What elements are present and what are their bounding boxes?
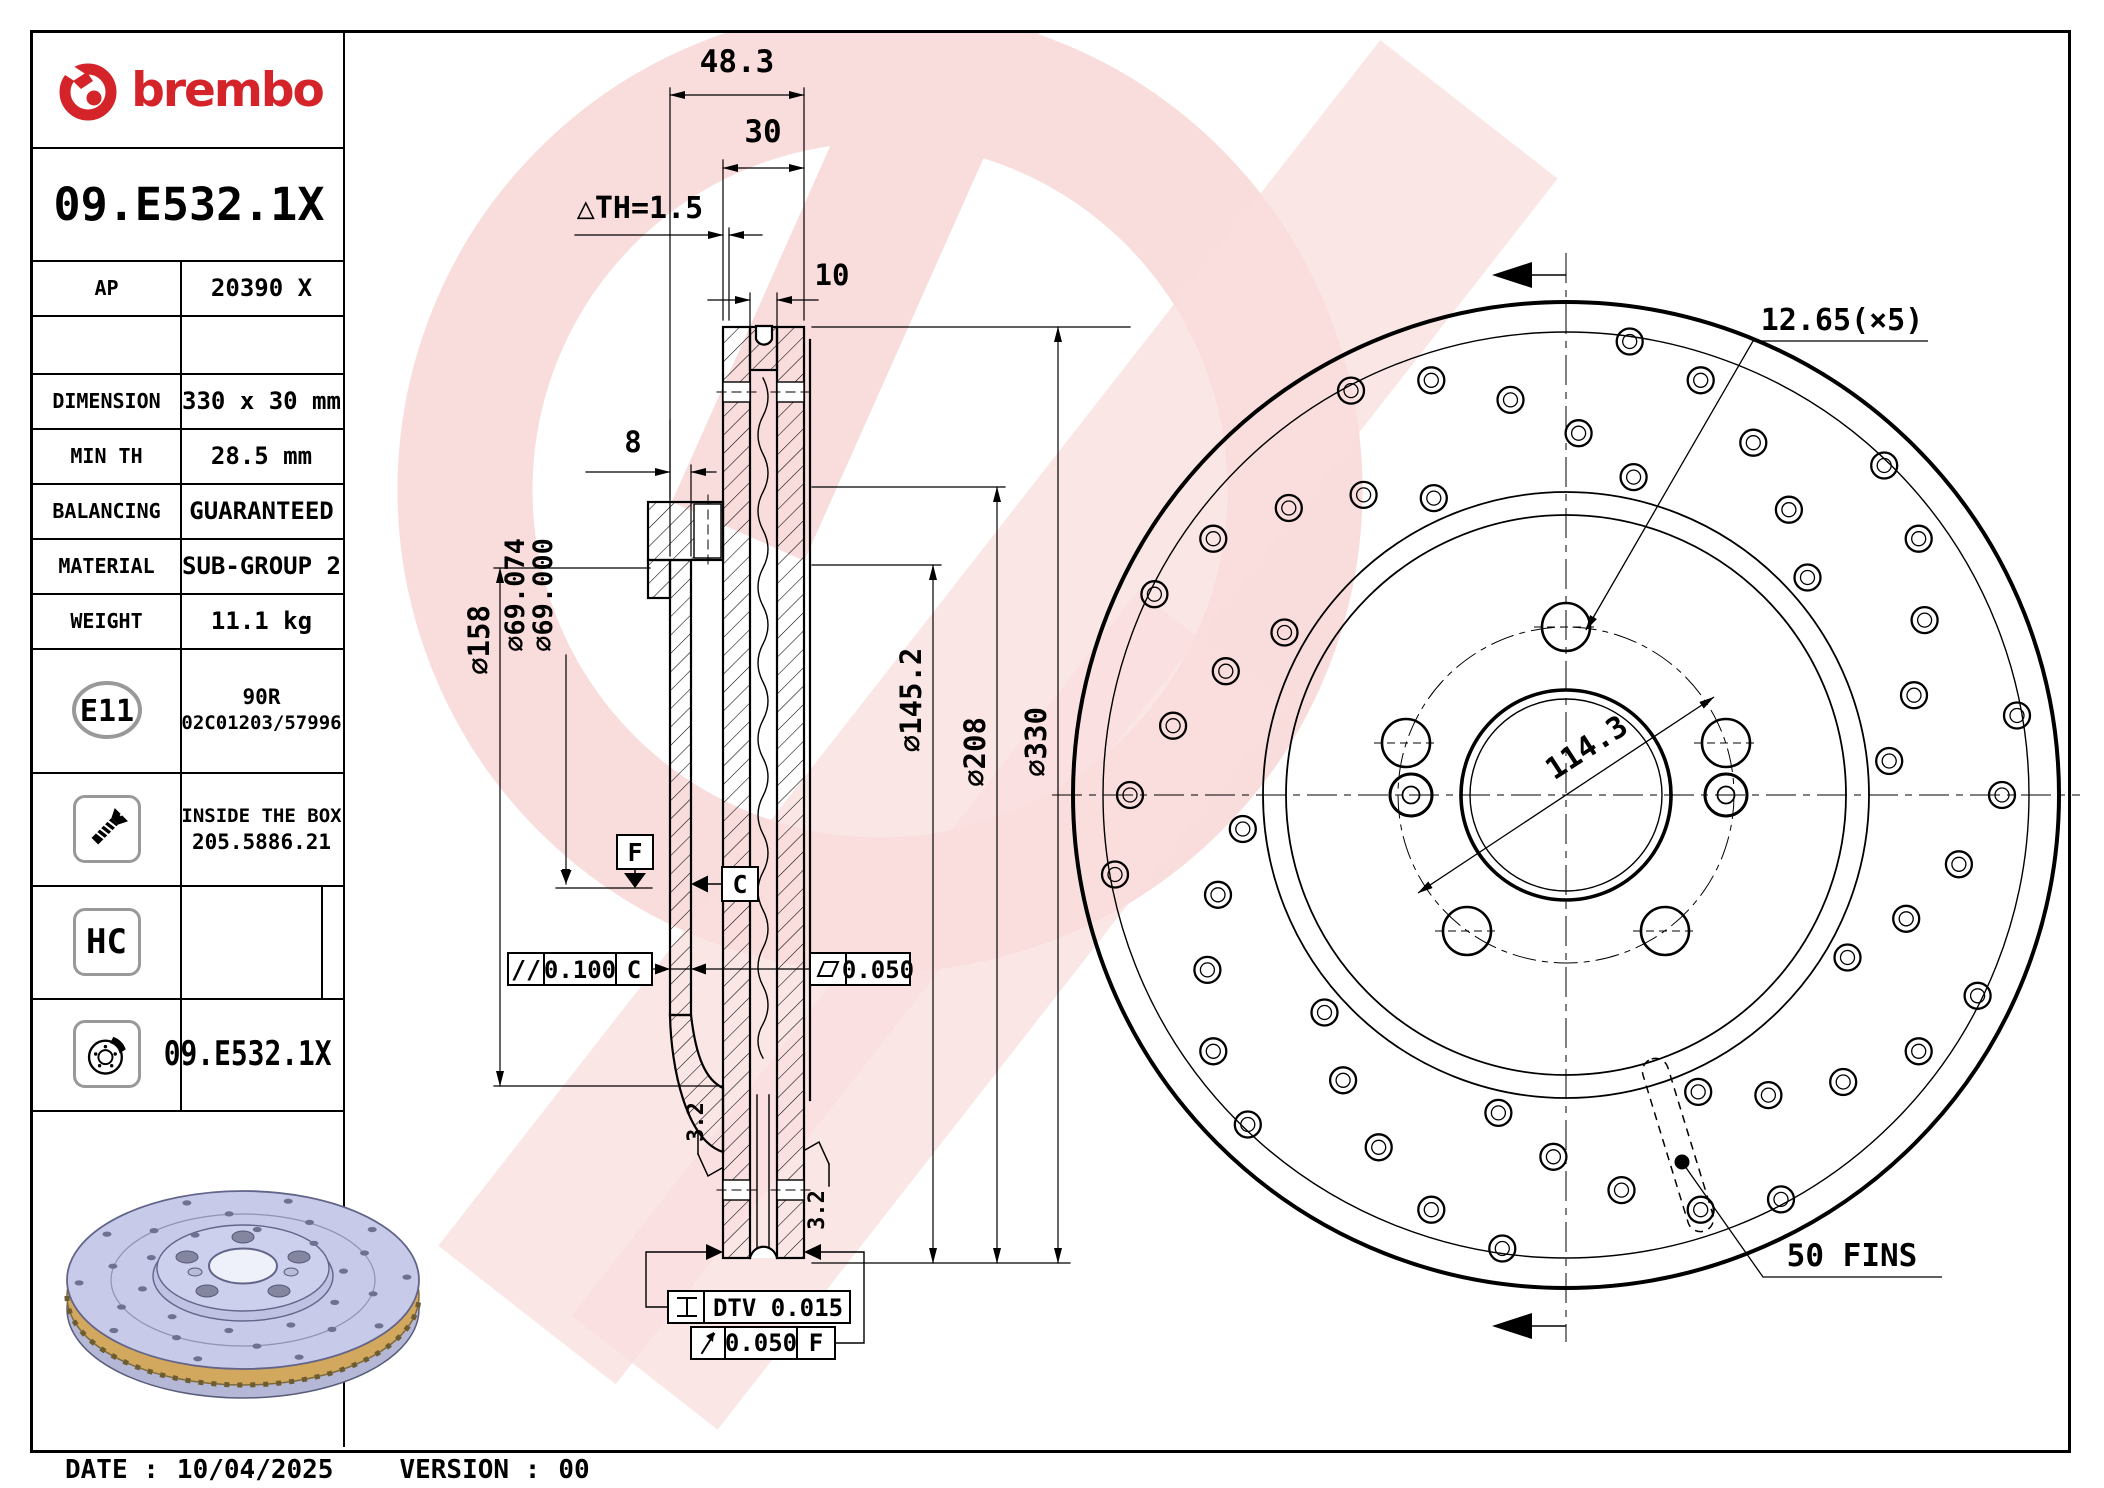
dim-overall-width: 48.3 bbox=[700, 44, 775, 80]
render-drilled-holes bbox=[74, 1198, 412, 1362]
roughness-mark-left bbox=[697, 1131, 724, 1178]
date-value: 10/04/2025 bbox=[176, 1455, 334, 1485]
e11-badge: E11 bbox=[33, 648, 180, 772]
svg-text:F: F bbox=[809, 1329, 823, 1357]
disc-badge bbox=[33, 998, 180, 1110]
sheet-border bbox=[30, 30, 2071, 1453]
section-cut-arrows bbox=[1492, 262, 1566, 1339]
hc-icon: HC bbox=[86, 921, 127, 962]
screw-icon bbox=[91, 807, 128, 844]
dim-hat-od: ⌀158 bbox=[462, 605, 496, 675]
roughness-right: 3.2 bbox=[805, 1190, 830, 1230]
hole-dim: 12.65(×5) bbox=[1761, 303, 1924, 338]
part-number: 09.E532.1X bbox=[53, 178, 325, 231]
dim-wear-note: △TH=1.5 bbox=[577, 191, 703, 226]
brand-wordmark: brembo bbox=[131, 62, 325, 118]
row-label-minth: MIN TH bbox=[70, 443, 143, 468]
brake-disc-icon bbox=[87, 1036, 126, 1075]
row-label-empty bbox=[33, 315, 180, 373]
disc-3d-render bbox=[64, 1190, 422, 1399]
hole-dim-leader: 12.65(×5) bbox=[1585, 303, 1928, 631]
dim-mid: ⌀208 bbox=[958, 717, 992, 787]
vent-fins bbox=[757, 377, 769, 1059]
runout-icon bbox=[700, 1332, 716, 1355]
brembo-logo-icon bbox=[55, 57, 117, 121]
gdt-runout-frame: 0.050 F bbox=[690, 1326, 836, 1360]
svg-text:114.3: 114.3 bbox=[1539, 709, 1634, 788]
flatness-icon bbox=[816, 961, 840, 977]
inside-box-line2: 205.5886.21 bbox=[191, 829, 332, 854]
inside-box-info: INSIDE THE BOX 205.5886.21 bbox=[180, 772, 343, 885]
screw-badge bbox=[33, 772, 180, 885]
row-label-balancing: BALANCING bbox=[52, 498, 161, 523]
dim-outer: ⌀330 bbox=[1019, 707, 1053, 777]
svg-text:0.050: 0.050 bbox=[842, 956, 914, 984]
dim-inner: ⌀145.2 bbox=[894, 648, 928, 753]
part-number-bottom: 09.E532.1X bbox=[163, 1034, 332, 1074]
datum-f-flag: F bbox=[560, 834, 654, 888]
row-value-material: SUB-GROUP 2 bbox=[182, 551, 341, 580]
datum-c-flag: C bbox=[691, 866, 759, 902]
homologation-line2: 02C01203/57996 bbox=[181, 712, 342, 734]
svg-text:F: F bbox=[627, 838, 642, 867]
gdt-flatness-frame: 0.050 bbox=[809, 952, 914, 986]
fins-callout: 50 FINS bbox=[1641, 1057, 1942, 1278]
row-value-ap: 20390 X bbox=[210, 273, 313, 302]
dim-plate: 10 bbox=[815, 258, 850, 292]
svg-text:0.100: 0.100 bbox=[544, 956, 616, 984]
dim-ring-width: 30 bbox=[744, 114, 781, 150]
row-value-dimension: 330 x 30 mm bbox=[182, 386, 341, 415]
gdt-parallelism-frame: // 0.100 C bbox=[507, 952, 811, 986]
version-label: VERSION : bbox=[399, 1455, 541, 1485]
row-label-material: MATERIAL bbox=[58, 553, 155, 578]
row-value-empty bbox=[180, 315, 343, 373]
date-label: DATE : bbox=[65, 1455, 159, 1485]
dim-bore-max: ⌀69.074 bbox=[500, 538, 531, 652]
section-view: 48.3 30 △TH=1.5 10 8 ⌀158 ⌀69.074 ⌀69.00… bbox=[462, 44, 1131, 1360]
title-block: brembo 09.E532.1X AP 20390 X DIMENSION 3… bbox=[33, 33, 422, 1447]
row-value-minth: 28.5 mm bbox=[210, 441, 313, 470]
e11-icon: E11 bbox=[71, 681, 142, 739]
row-label-ap: AP bbox=[94, 275, 119, 300]
dtv-icon bbox=[677, 1297, 697, 1317]
render-bolt-holes bbox=[175, 1230, 311, 1298]
svg-text:DTV 0.015: DTV 0.015 bbox=[713, 1294, 843, 1322]
row-value-weight: 11.1 kg bbox=[210, 606, 313, 635]
gdt-dtv-frame: DTV 0.015 bbox=[667, 1290, 851, 1324]
dim-bore-min: ⌀69.000 bbox=[528, 538, 559, 652]
inside-box-line1: INSIDE THE BOX bbox=[181, 804, 342, 827]
roughness-left: 3.2 bbox=[684, 1102, 709, 1142]
roughness-mark-right bbox=[803, 1140, 830, 1187]
row-label-dimension: DIMENSION bbox=[52, 388, 161, 413]
version-value: 00 bbox=[558, 1455, 590, 1485]
footer-revision: DATE : 10/04/2025 VERSION : 00 bbox=[65, 1455, 590, 1485]
svg-text:E11: E11 bbox=[79, 694, 133, 729]
svg-text:0.050: 0.050 bbox=[725, 1329, 797, 1357]
dim-hat-wall: 8 bbox=[624, 425, 641, 459]
brembo-logo: brembo bbox=[33, 33, 345, 147]
svg-text:C: C bbox=[732, 870, 747, 899]
hc-badge: HC bbox=[33, 885, 180, 998]
fins-label: 50 FINS bbox=[1787, 1238, 1918, 1274]
svg-text:C: C bbox=[627, 956, 641, 984]
parallelism-icon: // bbox=[511, 955, 541, 984]
row-label-weight: WEIGHT bbox=[70, 608, 143, 633]
homologation-line1: 90R bbox=[242, 685, 281, 709]
drilled-holes bbox=[1100, 327, 2032, 1263]
row-value-balancing: GUARANTEED bbox=[189, 496, 334, 525]
homologation-numbers: 90R 02C01203/57996 bbox=[180, 648, 343, 772]
